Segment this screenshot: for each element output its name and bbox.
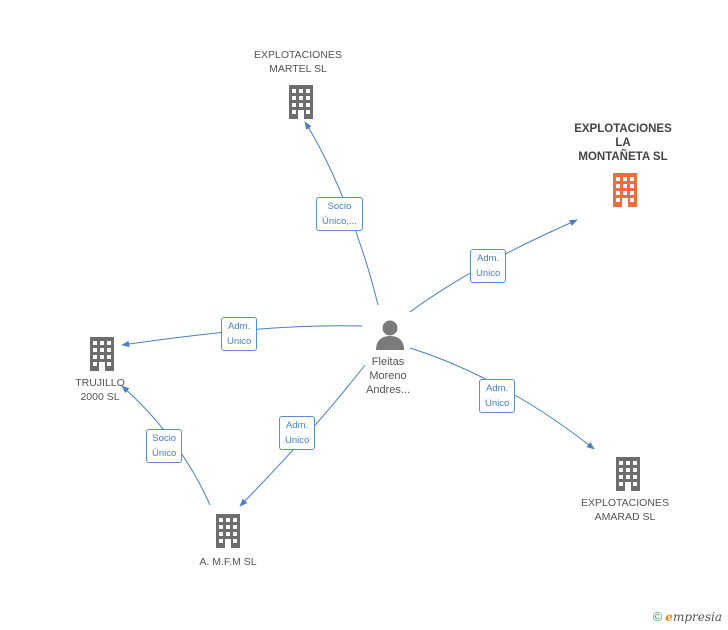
building-icon[interactable] bbox=[613, 457, 643, 496]
company-label-amarad[interactable]: EXPLOTACIONES AMARAD SL bbox=[581, 497, 669, 523]
building-icon[interactable] bbox=[213, 514, 243, 553]
relation-label-amarad[interactable]: Adm. Unico bbox=[479, 379, 516, 413]
footer-brand: ©empresia bbox=[653, 609, 722, 624]
company-label-trujillo[interactable]: TRUJILLO 2000 SL bbox=[75, 377, 125, 403]
copyright-icon: © bbox=[652, 609, 663, 624]
relation-label-martel[interactable]: Socio Único,... bbox=[316, 197, 363, 231]
building-icon[interactable] bbox=[87, 337, 117, 376]
person-icon[interactable] bbox=[374, 318, 406, 355]
brand-name: mpresia bbox=[672, 610, 722, 624]
relation-label-amfm[interactable]: Adm. Unico bbox=[279, 416, 316, 450]
company-label-montanaeta[interactable]: EXPLOTACIONES LA MONTAÑETA SL bbox=[574, 123, 672, 163]
brand-initial: e bbox=[665, 610, 673, 624]
company-label-amfm[interactable]: A. M.F.M SL bbox=[199, 556, 257, 568]
company-label-martel[interactable]: EXPLOTACIONES MARTEL SL bbox=[254, 49, 342, 75]
relation-label-montanaeta[interactable]: Adm. Unico bbox=[470, 249, 507, 283]
relation-label-trujillo[interactable]: Adm. Unico bbox=[221, 317, 258, 351]
relation-label-amfm-trujillo[interactable]: Socio Único bbox=[146, 429, 183, 463]
building-icon[interactable] bbox=[610, 173, 640, 212]
building-icon[interactable] bbox=[286, 85, 316, 124]
person-name[interactable]: Fleitas Moreno Andres... bbox=[365, 356, 411, 396]
